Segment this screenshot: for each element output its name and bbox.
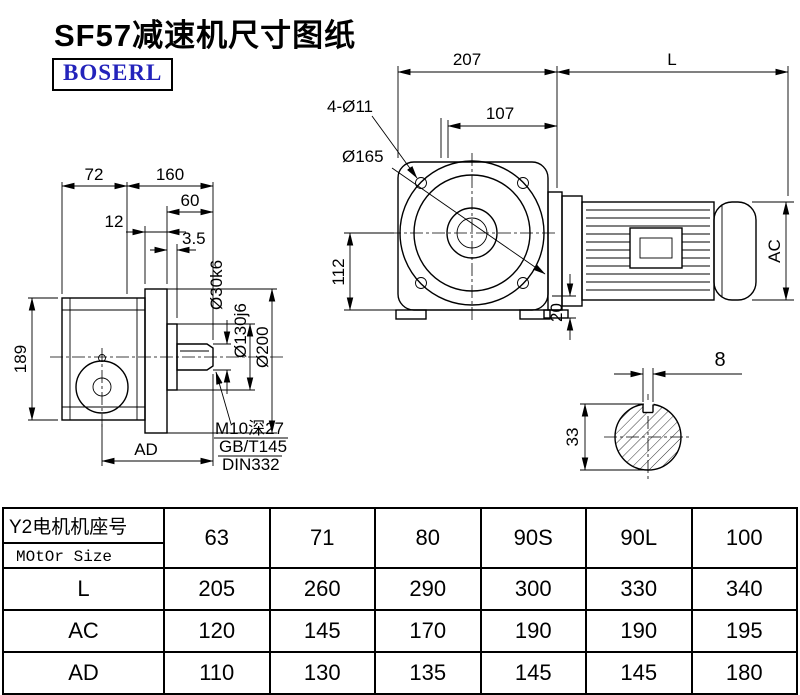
cell-L-71: 260 [268, 567, 376, 611]
dim-72: 72 [85, 165, 104, 184]
row-label-AD: AD [2, 651, 165, 695]
cell-L-90l: 330 [585, 567, 693, 611]
cell-AD-100: 180 [690, 651, 798, 695]
dim-4-holes: 4-Ø11 [327, 97, 373, 116]
cell-AC-71: 145 [268, 609, 376, 653]
motor-size-90s: 90S [479, 507, 587, 569]
dim-189: 189 [11, 345, 30, 373]
technical-drawing: 72 160 60 12 3.5 189 AD Ø30k6 Ø130j6 [11, 50, 794, 482]
front-motor-dimensions: 207 L 107 4-Ø11 Ø165 112 20 AC [327, 50, 794, 340]
motor-size-80: 80 [374, 507, 482, 569]
note-gb-standard: GB/T145 [219, 437, 287, 456]
note-m10-thread: M10深27 [215, 419, 284, 438]
cell-AD-90l: 145 [585, 651, 693, 695]
dim-20: 20 [547, 303, 566, 322]
motor-size-table: Y2电机机座号 MOtOr Size 63 71 80 90S 90L 100 … [2, 507, 798, 695]
shaft-section: 8 33 [563, 349, 742, 482]
motor-size-90l: 90L [585, 507, 693, 569]
side-view [50, 288, 286, 434]
motor-size-label-en: MOtOr Size [16, 548, 113, 566]
row-label-L: L [2, 567, 165, 611]
side-view-dimensions: 72 160 60 12 3.5 189 AD Ø30k6 Ø130j6 [11, 165, 288, 474]
cell-L-100: 340 [690, 567, 798, 611]
cell-AC-63: 120 [163, 609, 271, 653]
note-din-standard: DIN332 [222, 455, 280, 474]
page-title: SF57减速机尺寸图纸 [54, 18, 357, 53]
dim-AD: AD [134, 440, 158, 459]
cell-AC-90s: 190 [479, 609, 587, 653]
dim-AC: AC [765, 239, 784, 263]
motor-size-header-cell: Y2电机机座号 MOtOr Size [2, 507, 165, 569]
dim-112: 112 [329, 258, 348, 285]
cell-AD-71: 130 [268, 651, 376, 695]
motor-view [543, 191, 757, 319]
cell-AD-90s: 145 [479, 651, 587, 695]
table-row-AD: AD 110 130 135 145 145 180 [2, 651, 798, 695]
dim-200: Ø200 [253, 326, 272, 368]
front-view [388, 153, 558, 320]
brand-logo-text: BOSERL [63, 60, 163, 85]
cell-AD-63: 110 [163, 651, 271, 695]
dim-207: 207 [453, 50, 481, 69]
dim-30k6: Ø30k6 [207, 260, 226, 310]
motor-size-63: 63 [163, 507, 271, 569]
cell-L-90s: 300 [479, 567, 587, 611]
dim-33: 33 [563, 428, 582, 447]
brand-logo: BOSERL [52, 58, 174, 91]
cell-AC-100: 195 [690, 609, 798, 653]
motor-size-label-cn: Y2电机机座号 [4, 509, 163, 544]
dim-8: 8 [714, 349, 725, 371]
dim-3-5: 3.5 [182, 229, 206, 248]
dim-130j6: Ø130j6 [231, 303, 250, 358]
cell-L-80: 290 [374, 567, 482, 611]
table-row-AC: AC 120 145 170 190 190 195 [2, 609, 798, 653]
motor-size-71: 71 [268, 507, 376, 569]
dim-12: 12 [105, 212, 124, 231]
cell-AC-90l: 190 [585, 609, 693, 653]
motor-size-100: 100 [690, 507, 798, 569]
cell-AD-80: 135 [374, 651, 482, 695]
dim-107: 107 [486, 104, 514, 123]
table-header-row: Y2电机机座号 MOtOr Size 63 71 80 90S 90L 100 [2, 507, 798, 569]
dim-165: Ø165 [342, 147, 384, 166]
cell-L-63: 205 [163, 567, 271, 611]
row-label-AC: AC [2, 609, 165, 653]
table-row-L: L 205 260 290 300 330 340 [2, 567, 798, 611]
cell-AC-80: 170 [374, 609, 482, 653]
dim-60: 60 [181, 191, 200, 210]
dim-160: 160 [156, 165, 184, 184]
dim-L: L [667, 50, 676, 69]
